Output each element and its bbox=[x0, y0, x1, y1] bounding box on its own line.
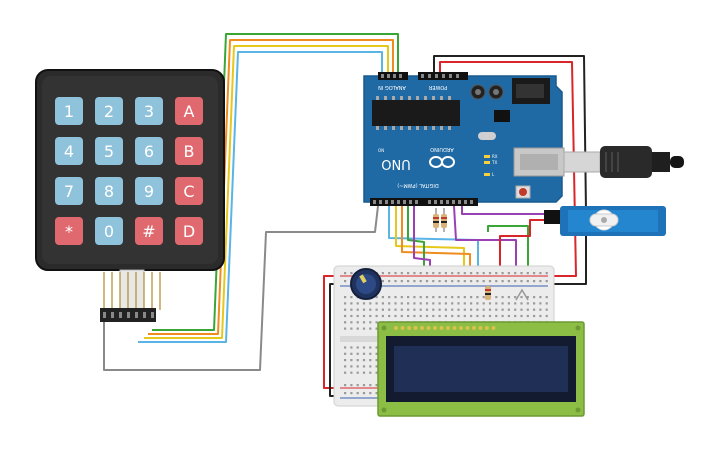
keypad-key-label: # bbox=[142, 222, 155, 241]
keypad-key[interactable]: # bbox=[135, 217, 163, 245]
keypad-key-label: 1 bbox=[64, 102, 74, 121]
wire-servo-purple[interactable] bbox=[461, 206, 544, 215]
arduino-uno-board[interactable]: ANALOG IN POWER UNO ARDUINO DIGITAL (PWM… bbox=[363, 72, 565, 206]
arduino-logo-icon bbox=[429, 156, 455, 168]
keypad-key-label: 7 bbox=[64, 182, 74, 201]
wire-power-black[interactable] bbox=[433, 55, 587, 285]
lcd-screen bbox=[394, 346, 568, 392]
digital-header[interactable] bbox=[370, 198, 478, 206]
keypad-key[interactable]: D bbox=[175, 217, 203, 245]
keypad-key-label: 9 bbox=[144, 182, 154, 201]
keypad-key-label: A bbox=[184, 102, 195, 121]
keypad-key-label: 0 bbox=[104, 222, 114, 241]
atmega-chip bbox=[372, 100, 460, 126]
keypad-key-label: 8 bbox=[104, 182, 114, 201]
keypad-4x4[interactable]: 1 2 3 A 4 5 6 B 7 8 9 C * 0 # D bbox=[35, 69, 225, 322]
lcd-16x2[interactable] bbox=[377, 321, 585, 417]
on-label: ON bbox=[378, 148, 384, 153]
keypad-key-label: D bbox=[183, 222, 195, 241]
wires bbox=[103, 33, 587, 397]
wire-d-blue[interactable] bbox=[388, 206, 479, 290]
wire-d-green2[interactable] bbox=[487, 225, 529, 300]
keypad-key[interactable]: A bbox=[175, 97, 203, 125]
rx-label: RX bbox=[492, 154, 498, 159]
keypad-key[interactable]: 5 bbox=[95, 137, 123, 165]
keypad-key-label: 4 bbox=[64, 142, 74, 161]
keypad-key[interactable]: C bbox=[175, 177, 203, 205]
keypad-key-label: 2 bbox=[104, 102, 114, 121]
potentiometer[interactable] bbox=[350, 268, 382, 300]
keypad-key[interactable]: * bbox=[55, 217, 83, 245]
power-label: POWER bbox=[428, 84, 447, 90]
keypad-key-label: 3 bbox=[144, 102, 154, 121]
digital-label: DIGITAL (PWM~) bbox=[397, 182, 439, 188]
wire-power-red[interactable] bbox=[439, 61, 577, 277]
wire-keypad-green[interactable] bbox=[152, 33, 399, 331]
servo-motor[interactable] bbox=[544, 206, 666, 236]
keypad-key[interactable]: 1 bbox=[55, 97, 83, 125]
wire-keypad-gray[interactable] bbox=[103, 205, 379, 371]
keypad-key[interactable]: 8 bbox=[95, 177, 123, 205]
keypad-key-label: * bbox=[65, 222, 73, 241]
l-label: L bbox=[492, 172, 495, 177]
wire-keypad-blue[interactable] bbox=[138, 51, 383, 343]
wire-keypad-orange[interactable] bbox=[148, 39, 394, 335]
analog-in-label: ANALOG IN bbox=[378, 84, 406, 90]
keypad-key[interactable]: 0 bbox=[95, 217, 123, 245]
arduino-brand: ARDUINO bbox=[430, 146, 454, 152]
keypad-key[interactable]: 9 bbox=[135, 177, 163, 205]
keypad-key[interactable]: 2 bbox=[95, 97, 123, 125]
keypad-key-label: 5 bbox=[104, 142, 114, 161]
keypad-key-label: 6 bbox=[144, 142, 154, 161]
keypad-key[interactable]: 4 bbox=[55, 137, 83, 165]
tx-label: TX bbox=[491, 160, 497, 165]
resistor-2[interactable] bbox=[441, 208, 447, 232]
wire-keypad-yellow[interactable] bbox=[144, 45, 389, 339]
resistor-1[interactable] bbox=[433, 208, 439, 232]
usb-cable[interactable] bbox=[563, 146, 684, 178]
keypad-key[interactable]: 7 bbox=[55, 177, 83, 205]
keypad-key[interactable]: B bbox=[175, 137, 203, 165]
transistor-lead bbox=[515, 288, 529, 301]
keypad-key-label: B bbox=[184, 142, 195, 161]
keypad-key[interactable]: 3 bbox=[135, 97, 163, 125]
resistor-3[interactable] bbox=[485, 286, 491, 300]
wire-servo-red[interactable] bbox=[499, 219, 544, 300]
uno-label: UNO bbox=[381, 156, 410, 171]
keypad-key-label: C bbox=[183, 182, 194, 201]
keypad-key[interactable]: 6 bbox=[135, 137, 163, 165]
